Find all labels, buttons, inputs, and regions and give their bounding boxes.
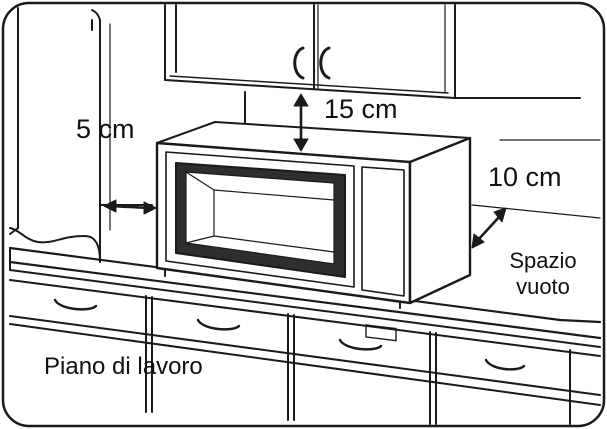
top-clearance-arrow <box>293 93 309 152</box>
back-clearance-label: 10 cm <box>488 162 562 192</box>
side-clearance-label: 5 cm <box>76 114 135 144</box>
top-clearance-label: 15 cm <box>324 94 398 124</box>
side-clearance-arrow <box>103 199 157 215</box>
empty-space-line2: vuoto <box>516 273 570 299</box>
back-wall <box>244 91 601 219</box>
control-panel <box>361 166 405 297</box>
clearance-arrows <box>103 93 507 249</box>
upper-cabinet <box>164 4 456 99</box>
back-clearance-arrow <box>471 207 507 249</box>
drawer-handle-1 <box>53 298 98 311</box>
drawer-handle-3 <box>338 338 383 351</box>
microwave-oven <box>155 121 472 342</box>
side-cabinet <box>9 7 153 263</box>
empty-space-label: Spazio vuoto <box>498 248 588 300</box>
cabinet-handle-left <box>293 46 305 80</box>
lower-cabinets <box>9 279 601 425</box>
cabinet-handle-right <box>319 46 331 80</box>
drawer-handle-2 <box>196 318 241 331</box>
drawer-handle-4 <box>484 358 526 371</box>
door-button <box>365 324 397 342</box>
empty-space-line1: Spazio <box>509 248 577 273</box>
countertop-label: Piano di lavoro <box>44 353 203 380</box>
